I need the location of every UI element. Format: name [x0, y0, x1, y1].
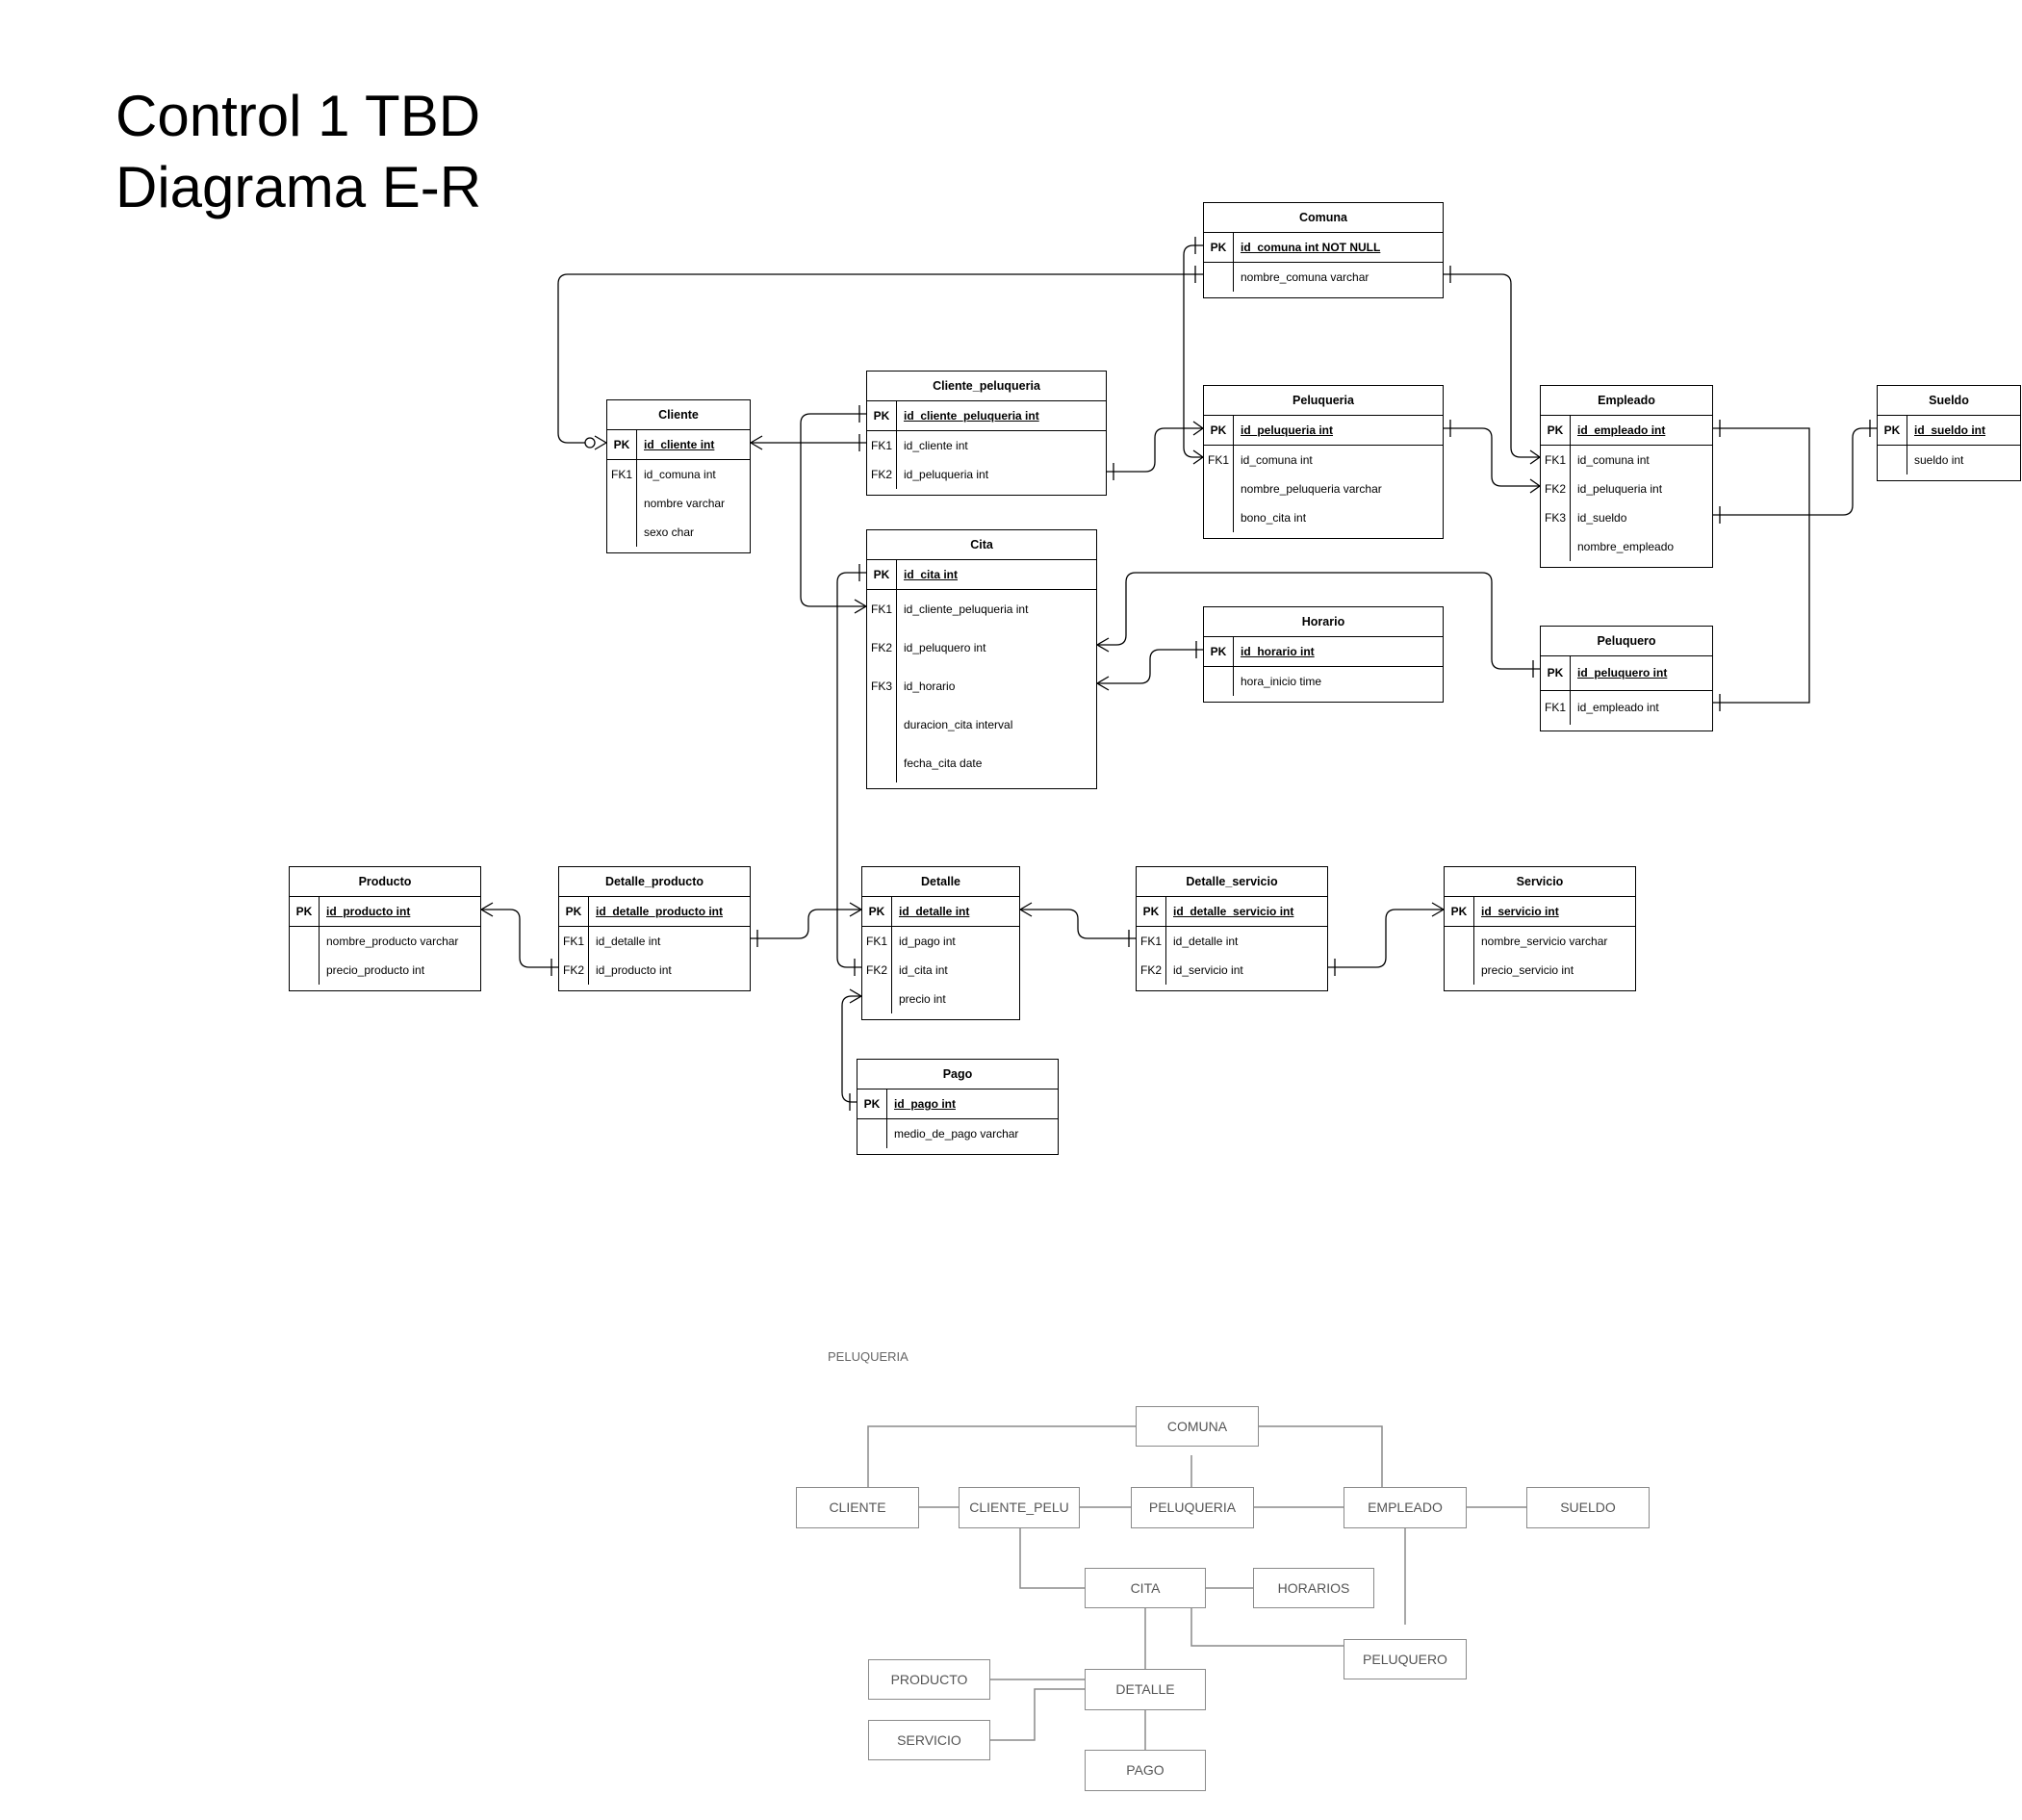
entity-title: Empleado — [1541, 386, 1712, 416]
attribute-row: sueldo int — [1914, 453, 1964, 467]
rel-comuna-peluqueria — [1183, 244, 1203, 458]
rel-servicio-detalleservicio — [1328, 909, 1444, 968]
entity-title: Producto — [290, 867, 480, 897]
rel-producto-detalleproducto — [481, 909, 558, 968]
attribute-row: bono_cita int — [1241, 511, 1307, 525]
entity-title: Peluquero — [1541, 627, 1712, 656]
rel-peluqueria-empleado — [1444, 427, 1540, 487]
attribute-row: hora_inicio time — [1241, 675, 1322, 688]
rel-pago-detalle — [841, 995, 861, 1103]
entity-title: Pago — [857, 1060, 1058, 1089]
title-line-2: Diagrama E-R — [115, 155, 482, 219]
rel-peluquero-cita — [1097, 572, 1540, 670]
rel-empleado-peluquero — [1713, 427, 1810, 704]
rel-cita-detalle — [836, 572, 866, 968]
entity-title: Cita — [867, 530, 1096, 560]
attribute-row: nombre varchar — [644, 497, 726, 510]
entity-title: Peluqueria — [1204, 386, 1443, 416]
entity-title: Comuna — [1204, 203, 1443, 233]
attribute-row: duracion_cita interval — [904, 718, 1013, 731]
entity-title: Detalle_producto — [559, 867, 750, 897]
rel-comuna-cliente — [557, 273, 1203, 444]
entity-title: Horario — [1204, 607, 1443, 637]
attribute-row: sexo char — [644, 525, 695, 539]
rel-clientepeluqueria-cita — [800, 413, 866, 607]
attribute-row: nombre_peluqueria varchar — [1241, 482, 1382, 496]
entity-title: Cliente_peluqueria — [867, 372, 1106, 401]
entity-title: Cliente — [607, 400, 750, 430]
entity-title: Sueldo — [1878, 386, 2020, 416]
attribute-row: precio int — [899, 992, 946, 1006]
attribute-row: nombre_producto varchar — [326, 935, 459, 948]
diagram-title: Control 1 TBD Diagrama E-R — [115, 81, 481, 223]
rel-sueldo-empleado — [1713, 427, 1877, 516]
attribute-row: precio_producto int — [326, 963, 425, 977]
rel-clientepeluqueria-peluqueria — [1107, 427, 1203, 473]
rel-detalle-detalleservicio — [1020, 909, 1136, 939]
rel-comuna-empleado — [1444, 273, 1540, 458]
entity-title: Servicio — [1445, 867, 1635, 897]
attribute-row: precio_servicio int — [1481, 963, 1574, 977]
rel-horario-cita — [1097, 649, 1203, 684]
attribute-row: medio_de_pago varchar — [894, 1127, 1019, 1141]
entity-title: Detalle — [862, 867, 1019, 897]
attribute-row: nombre_empleado — [1577, 540, 1675, 553]
rel-detalle-detalleproducto — [751, 909, 861, 939]
attribute-row: nombre_comuna varchar — [1241, 270, 1369, 284]
title-line-1: Control 1 TBD — [115, 84, 481, 148]
entity-title: Detalle_servicio — [1137, 867, 1327, 897]
attribute-row: fecha_cita date — [904, 756, 983, 770]
attribute-row: nombre_servicio varchar — [1481, 935, 1608, 948]
